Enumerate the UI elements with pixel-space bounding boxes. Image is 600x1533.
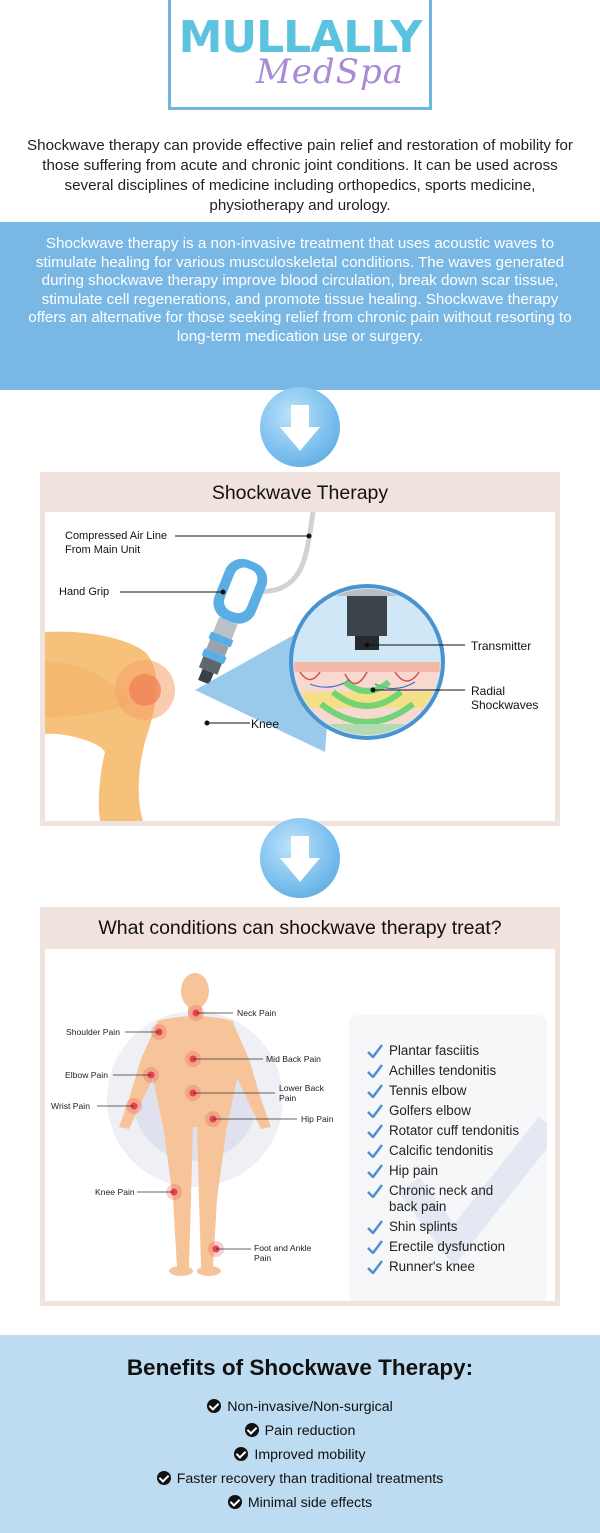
check-icon	[367, 1240, 383, 1254]
list-item: Erectile dysfunction	[367, 1239, 519, 1255]
wrist-pain-label: Wrist Pain	[51, 1101, 90, 1111]
list-item: Rotator cuff tendonitis	[367, 1123, 519, 1139]
logo-script-text: MedSpa	[255, 52, 405, 92]
check-icon	[367, 1260, 383, 1274]
description-paragraph: Shockwave therapy is a non-invasive trea…	[28, 235, 572, 345]
check-icon	[367, 1164, 383, 1178]
check-circle-icon	[234, 1447, 249, 1461]
check-icon	[367, 1044, 383, 1058]
knee-pain-label: Knee Pain	[95, 1187, 135, 1197]
list-item: Tennis elbow	[367, 1083, 519, 1099]
conditions-list: Plantar fasciitis Achilles tendonitis Te…	[367, 1043, 519, 1279]
check-icon	[367, 1220, 383, 1234]
check-circle-icon	[156, 1471, 171, 1485]
list-item: Runner's knee	[367, 1259, 519, 1275]
checkmark-watermark-icon	[398, 1116, 547, 1267]
radial-shockwaves-label: Radial Shockwaves	[471, 684, 539, 712]
knee-label: Knee	[251, 717, 280, 731]
conditions-title: What conditions can shockwave therapy tr…	[98, 917, 502, 939]
check-circle-icon	[227, 1495, 242, 1509]
shockwave-illustration	[45, 512, 465, 821]
check-icon	[367, 1184, 383, 1198]
benefit-item: Faster recovery than traditional treatme…	[0, 1471, 600, 1487]
benefits-section: Benefits of Shockwave Therapy: Non-invas…	[0, 1335, 600, 1533]
check-circle-icon	[207, 1399, 222, 1413]
hip-pain-label: Hip Pain	[301, 1114, 334, 1124]
down-arrow-icon	[260, 387, 340, 467]
down-arrow-icon	[260, 818, 340, 898]
body-figure-illustration	[97, 973, 297, 1276]
benefit-item: Minimal side effects	[0, 1495, 600, 1511]
list-item: Golfers elbow	[367, 1103, 519, 1119]
conditions-card: Plantar fasciitis Achilles tendonitis Te…	[349, 1015, 547, 1301]
lower-back-pain-label: Lower Back Pain	[279, 1083, 324, 1103]
list-item: Achilles tendonitis	[367, 1063, 519, 1079]
hand-grip-label: Hand Grip	[59, 586, 110, 598]
benefit-item: Non-invasive/Non-surgical	[0, 1399, 600, 1415]
elbow-pain-label: Elbow Pain	[65, 1070, 108, 1080]
logo: MULLALLY MedSpa	[168, 0, 432, 110]
list-item: Hip pain	[367, 1163, 519, 1179]
list-item: Plantar fasciitis	[367, 1043, 519, 1059]
benefit-item: Pain reduction	[0, 1423, 600, 1439]
transmitter-label: Transmitter	[471, 639, 532, 653]
conditions-section: What conditions can shockwave therapy tr…	[40, 907, 560, 1306]
logo-brand-text: MULLALLY	[178, 12, 423, 63]
check-icon	[367, 1084, 383, 1098]
shoulder-pain-label: Shoulder Pain	[66, 1027, 120, 1037]
check-icon	[367, 1144, 383, 1158]
intro-paragraph: Shockwave therapy can provide effective …	[27, 137, 573, 214]
check-icon	[367, 1064, 383, 1078]
check-circle-icon	[244, 1423, 259, 1437]
diagram-title: Shockwave Therapy	[211, 482, 389, 504]
benefits-title: Benefits of Shockwave Therapy:	[126, 1355, 474, 1380]
mid-back-pain-label: Mid Back Pain	[266, 1054, 321, 1064]
list-item: Shin splints	[367, 1219, 519, 1235]
air-line-label: Compressed Air Line From Main Unit	[65, 530, 168, 556]
check-icon	[367, 1104, 383, 1118]
check-icon	[367, 1124, 383, 1138]
diagram-panel: Compressed Air Line From Main Unit Hand …	[45, 512, 555, 821]
list-item: Calcific tendonitis	[367, 1143, 519, 1159]
conditions-panel: Neck Pain Shoulder Pain Mid Back Pain El…	[45, 949, 555, 1301]
neck-pain-label: Neck Pain	[237, 1008, 277, 1018]
foot-ankle-pain-label: Foot and Ankle Pain	[254, 1243, 312, 1263]
shockwave-diagram-section: Shockwave Therapy	[40, 472, 560, 826]
benefit-item: Improved mobility	[0, 1447, 600, 1463]
description-band: Shockwave therapy is a non-invasive trea…	[0, 222, 600, 390]
